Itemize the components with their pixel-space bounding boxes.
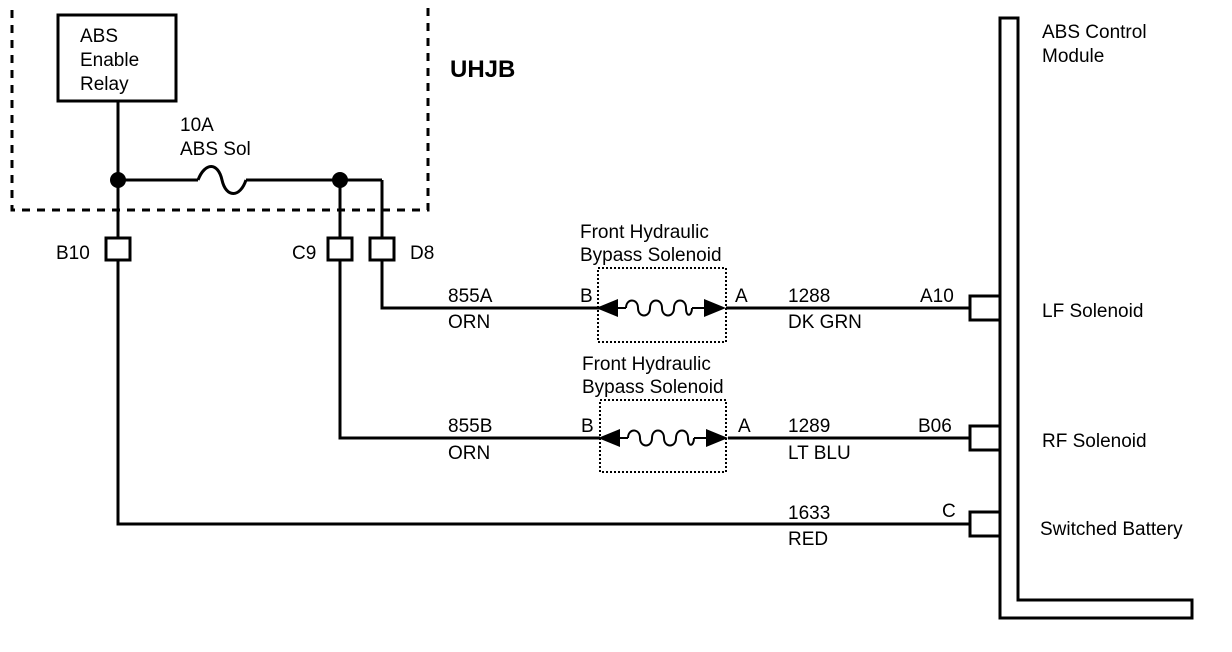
module-pin-a10 <box>968 294 1002 322</box>
fuse-symbol <box>196 165 248 195</box>
connector-b10 <box>104 236 132 262</box>
solenoid-2-title-line2: Bypass Solenoid <box>582 377 724 398</box>
wire-855b <box>338 260 600 440</box>
module-pin-c-label: C <box>942 501 956 522</box>
module-pin-b06 <box>968 424 1002 452</box>
module-pin-c <box>968 510 1002 538</box>
solenoid-2-title-line1: Front Hydraulic <box>582 354 711 375</box>
solenoid-2-box <box>599 399 727 473</box>
wire-1633-circuit: 1633 <box>788 503 830 524</box>
wire-855a <box>380 260 600 310</box>
solenoid-1-title-line2: Bypass Solenoid <box>580 245 722 266</box>
relay-label-line3: Relay <box>80 74 129 95</box>
relay-label-line2: Enable <box>80 50 139 71</box>
module-title-line1: ABS Control <box>1042 22 1147 43</box>
wire-1289-color: LT BLU <box>788 443 851 464</box>
wire-855b-color: ORN <box>448 443 490 464</box>
wire-1633-color: RED <box>788 529 828 550</box>
relay-label-line1: ABS <box>80 26 118 47</box>
wire-1633 <box>116 260 970 526</box>
fuse-name-label: ABS Sol <box>180 139 251 160</box>
solenoid-1-title-line1: Front Hydraulic <box>580 222 709 243</box>
solenoid-2-arrow-a <box>706 429 728 447</box>
connector-d8-label: D8 <box>410 243 434 264</box>
solenoid-1-terminal-b: B <box>580 286 593 307</box>
wire-855b-circuit: 855B <box>448 416 492 437</box>
module-title-line2: Module <box>1042 46 1104 67</box>
solenoid-1-box <box>597 267 727 343</box>
solenoid-2-coil <box>627 429 695 447</box>
module-pin-switched-battery-name: Switched Battery <box>1040 519 1183 540</box>
uhjb-label: UHJB <box>450 56 515 83</box>
fuse-rating-label: 10A <box>180 115 214 136</box>
abs-control-module-outline <box>998 16 1194 620</box>
wire-855a-circuit: 855A <box>448 286 493 307</box>
solenoid-2-terminal-a: A <box>738 416 751 437</box>
wire-1288-circuit: 1288 <box>788 286 830 307</box>
solenoid-2-terminal-b: B <box>581 416 594 437</box>
connector-b10-label: B10 <box>56 243 90 264</box>
solenoid-1-arrow-b <box>596 299 618 317</box>
solenoid-1-arrow-a <box>704 299 726 317</box>
connector-c9-label: C9 <box>292 243 316 264</box>
solenoid-1-coil <box>625 299 693 317</box>
connector-d8 <box>368 236 396 262</box>
module-pin-rf-solenoid-name: RF Solenoid <box>1042 431 1147 452</box>
solenoid-2-arrow-b <box>598 429 620 447</box>
wire-855a-color: ORN <box>448 312 490 333</box>
solenoid-1-terminal-a: A <box>735 286 748 307</box>
wire-1288-color: DK GRN <box>788 312 862 333</box>
module-pin-b06-label: B06 <box>918 416 952 437</box>
module-pin-a10-label: A10 <box>920 286 954 307</box>
uhjb-boundary <box>10 8 430 212</box>
module-pin-lf-solenoid-name: LF Solenoid <box>1042 301 1143 322</box>
wire-1289-circuit: 1289 <box>788 416 830 437</box>
connector-c9 <box>326 236 354 262</box>
